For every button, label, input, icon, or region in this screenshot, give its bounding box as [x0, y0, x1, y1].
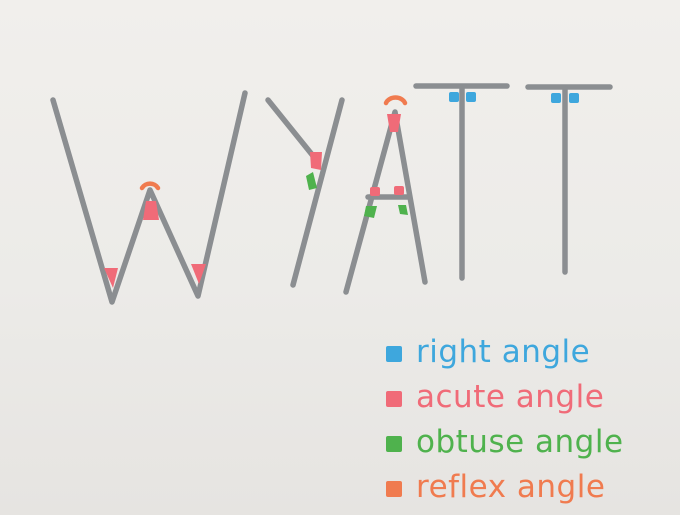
legend-label-reflex: reflex angle: [416, 469, 606, 505]
legend-label-right: right angle: [416, 334, 591, 370]
acute-angle-marks: [104, 114, 404, 288]
legend-label-acute: acute angle: [416, 379, 605, 415]
letter-y-left-arm: [265, 97, 321, 165]
right-mark-t1-left: [449, 92, 459, 102]
acute-mark-y-crotch: [310, 152, 322, 170]
reflex-mark-a: [383, 95, 408, 106]
obtuse-mark-a-right: [398, 205, 408, 215]
reflex-angle-marks: [139, 95, 408, 191]
right-mark-t1-right: [466, 92, 476, 102]
right-mark-t2-left: [551, 93, 561, 103]
right-mark-t2-right: [569, 93, 579, 103]
square-icon: [386, 481, 402, 497]
legend-item-obtuse: obtuse angle: [386, 422, 676, 467]
acute-mark-a-apex: [387, 114, 401, 132]
letter-y-stem: [290, 97, 345, 288]
square-icon: [386, 391, 402, 407]
acute-mark-w-middle: [143, 201, 159, 220]
legend-item-right: right angle: [386, 332, 676, 377]
letter-a: [343, 109, 428, 295]
acute-mark-a-crossbar-right: [394, 186, 404, 195]
letter-w: [50, 90, 248, 305]
angle-legend: right angle acute angle obtuse angle ref…: [386, 332, 676, 512]
legend-item-reflex: reflex angle: [386, 467, 676, 512]
letter-strokes: [50, 83, 613, 305]
acute-mark-a-crossbar-left: [370, 187, 380, 196]
obtuse-mark-a-left: [364, 206, 377, 218]
legend-label-obtuse: obtuse angle: [416, 424, 624, 460]
acute-mark-w-bottom-left: [104, 268, 118, 288]
square-icon: [386, 346, 402, 362]
acute-mark-w-bottom-right: [191, 264, 206, 284]
obtuse-angle-marks: [306, 172, 408, 218]
reflex-mark-w: [139, 181, 161, 191]
legend-item-acute: acute angle: [386, 377, 676, 422]
square-icon: [386, 436, 402, 452]
right-angle-marks: [449, 92, 579, 103]
obtuse-mark-y: [306, 172, 317, 190]
